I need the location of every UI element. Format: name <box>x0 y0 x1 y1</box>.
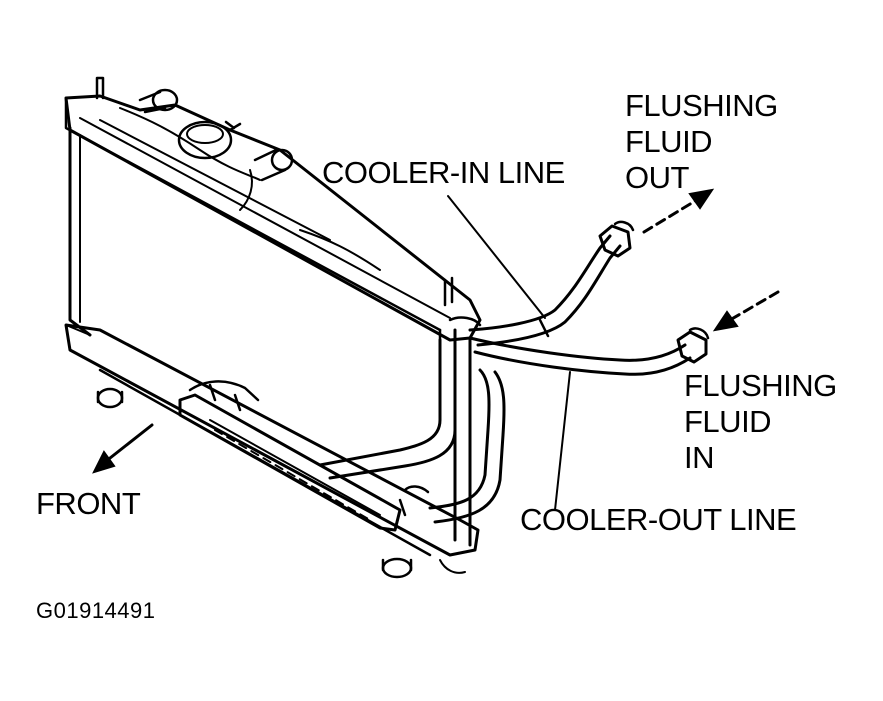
radiator-top-fittings <box>95 76 454 307</box>
flushing-in-line-3: IN <box>684 440 714 475</box>
leader-lines <box>447 195 571 511</box>
hose-clamps <box>598 220 710 364</box>
radiator-bottom-tank <box>64 323 480 579</box>
cooler-in-line-label: COOLER-IN LINE <box>322 155 565 190</box>
cooler-out-line-pipe <box>428 336 692 524</box>
front-direction-arrow <box>92 423 154 474</box>
flushing-in-line-1: FLUSHING <box>684 368 837 403</box>
flushing-fluid-in-label: FLUSHING FLUID IN <box>684 368 837 476</box>
transmission-cooler-fitting <box>178 380 430 532</box>
cooler-out-line-label: COOLER-OUT LINE <box>520 502 797 537</box>
flushing-in-line-2: FLUID <box>684 404 772 439</box>
figure-id-label: G01914491 <box>36 598 156 623</box>
flushing-out-line-1: FLUSHING <box>625 88 778 123</box>
flushing-in-arrow <box>712 290 780 332</box>
flushing-out-arrow <box>642 188 715 234</box>
flushing-out-line-3: OUT <box>625 160 689 195</box>
radiator-top-tank <box>64 94 482 342</box>
cooler-in-line-pipe <box>318 234 622 480</box>
flushing-fluid-out-label: FLUSHING FLUID OUT <box>625 88 778 196</box>
flushing-out-line-2: FLUID <box>625 124 713 159</box>
front-label: FRONT <box>36 486 141 521</box>
